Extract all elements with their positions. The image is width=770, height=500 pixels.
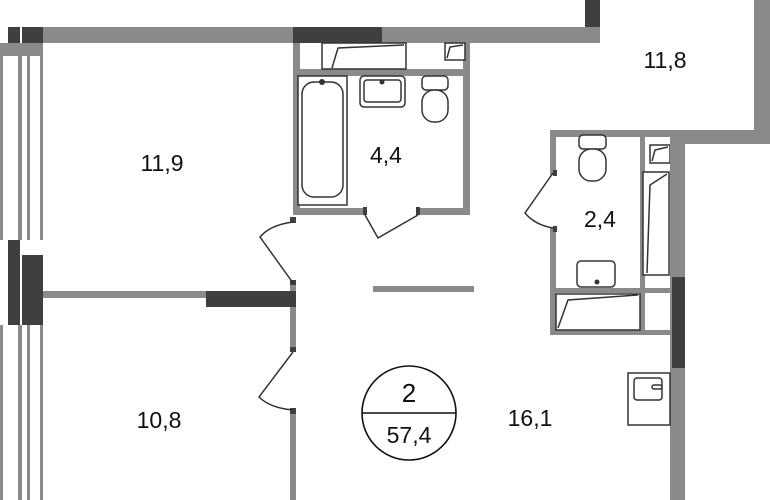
washing-machine-icon [627, 372, 671, 426]
wc-fixtures [555, 144, 671, 331]
right-wall [670, 137, 685, 500]
toilet-icon [421, 75, 449, 123]
room-area-top-right: 11,8 [643, 47, 686, 73]
wc-door-swing [524, 172, 554, 229]
bedroom-2-door-swing [258, 351, 294, 411]
bathroom-door-swing [363, 207, 420, 240]
bedroom-1-door-swing [259, 221, 294, 284]
top-wall [43, 0, 600, 43]
hall-partition-line [373, 286, 474, 292]
wc-sink-icon [576, 260, 616, 288]
room-area-wc: 2,4 [584, 206, 616, 232]
sink-icon [359, 75, 406, 108]
hall-wall [290, 217, 296, 500]
bathroom-walls [293, 43, 470, 215]
room-area-bedroom-1: 11,9 [140, 150, 183, 176]
right-upper-wall [670, 0, 770, 144]
niche-fixture [321, 42, 466, 70]
bedroom-partition [43, 291, 296, 307]
room-area-bedroom-2: 10,8 [137, 407, 182, 433]
room-area-bathroom: 4,4 [370, 142, 402, 168]
left-facade-wall [0, 27, 43, 500]
wc-toilet-icon [578, 134, 607, 182]
total-area: 57,4 [387, 422, 432, 448]
bathtub-icon [297, 75, 348, 206]
rooms-count: 2 [402, 378, 416, 408]
apartment-badge: 2 57,4 [361, 365, 457, 461]
room-area-living: 16,1 [508, 405, 553, 431]
